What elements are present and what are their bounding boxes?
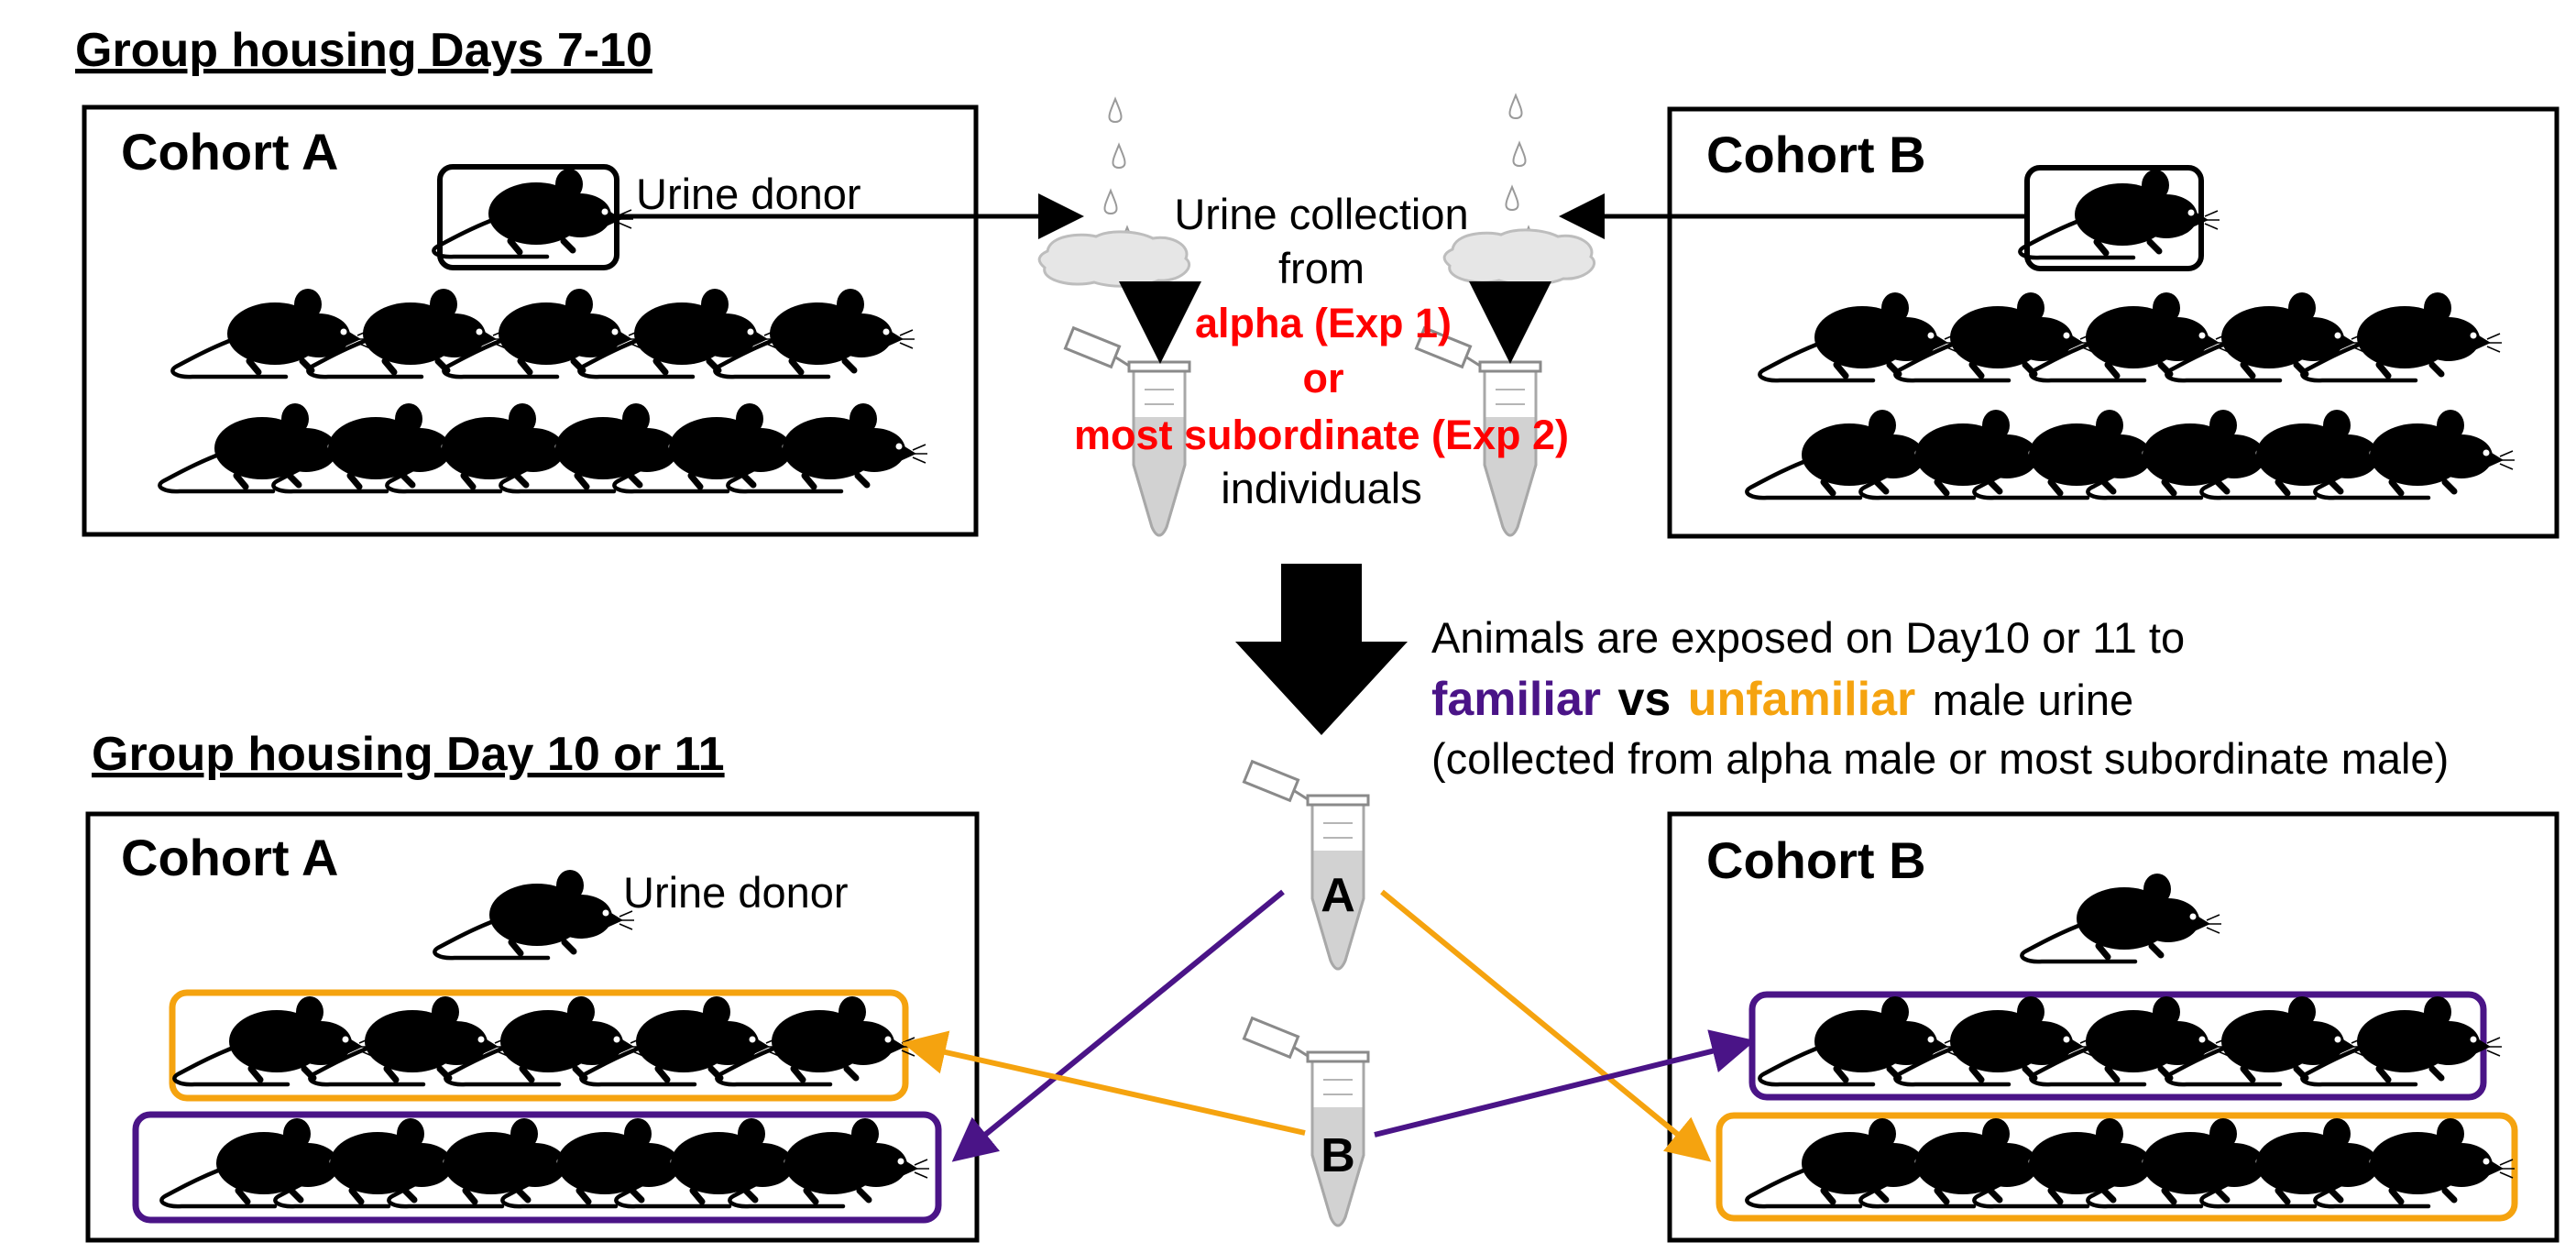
cohort-a-top-mice: [159, 289, 927, 491]
urine-drop-icon: [1508, 94, 1523, 119]
urine-donor-label-bottom: Urine donor: [623, 868, 849, 917]
unfamiliar-group-box-b: [1716, 1112, 2518, 1222]
exposure-line-1: Animals are exposed on Day10 or 11 to: [1431, 613, 2185, 662]
familiar-arrow-a-to-cohort-a: [951, 889, 1285, 1162]
collection-line-2: from: [1278, 244, 1365, 292]
familiar-group-box-a: [132, 1111, 942, 1224]
collection-individuals: individuals: [1221, 464, 1421, 512]
urine-drop-icon: [1505, 186, 1519, 211]
urine-donor-label-top: Urine donor: [636, 170, 861, 218]
urine-drop-icon: [1512, 142, 1527, 167]
collection-line-1: Urine collection: [1174, 190, 1468, 238]
tube-icon: [1242, 760, 1370, 971]
collection-alpha: alpha (Exp 1): [1195, 300, 1452, 346]
familiar-word: familiar: [1431, 673, 1601, 726]
vs-word: vs: [1617, 673, 1671, 726]
urine-collection-left: [1037, 98, 1191, 537]
cohort-b-top-label: Cohort B: [1706, 126, 1926, 183]
cohort-b-bottom-label: Cohort B: [1706, 831, 1926, 889]
heading-days-7-10: Group housing Days 7-10: [75, 24, 652, 77]
mouse-icon: [1759, 996, 1959, 1084]
urine-drop-icon: [1103, 190, 1118, 214]
exposure-line-2: familiar vs unfamiliar male urine: [1431, 673, 2133, 726]
exposure-line-3: (collected from alpha male or most subor…: [1431, 734, 2449, 783]
mouse-icon: [1759, 292, 1959, 380]
mouse-icon: [2022, 874, 2221, 962]
cohort-b-top-mice: [1747, 292, 2515, 498]
unfamiliar-arrow-a-to-cohort-b: [1380, 889, 1712, 1162]
cohort-b-bottom-box: [1667, 811, 2560, 1243]
collection-or: or: [1303, 355, 1344, 401]
mouse-icon: [433, 169, 633, 257]
unfamiliar-arrow-b-to-cohort-a: [902, 1030, 1306, 1136]
male-urine-text: male urine: [1933, 676, 2133, 724]
cohort-a-bottom-box: [85, 811, 980, 1243]
mouse-icon: [172, 289, 372, 377]
urine-drop-icon: [1108, 98, 1123, 123]
unfamiliar-word: unfamiliar: [1688, 673, 1916, 726]
cohort-a-top-label: Cohort A: [121, 123, 338, 181]
cohort-b-bottom-mice: [1747, 996, 2515, 1206]
mouse-icon: [2020, 170, 2220, 258]
cohort-a-top-box: [82, 104, 979, 537]
mouse-icon: [174, 996, 374, 1084]
collection-subordinate: most subordinate (Exp 2): [1074, 412, 1569, 458]
cohort-a-bottom-mice: [161, 996, 929, 1206]
cohort-b-top-box: [1667, 106, 2560, 539]
down-arrow-icon: [1235, 564, 1408, 735]
urine-puddle-icon: [1037, 230, 1191, 288]
mouse-icon: [434, 870, 634, 958]
urine-drop-icon: [1112, 144, 1126, 169]
tube-b-label: B: [1321, 1129, 1355, 1182]
cohort-a-bottom-label: Cohort A: [121, 829, 338, 886]
familiar-arrow-b-to-cohort-b: [1374, 1029, 1756, 1138]
collection-text: Urine collection from alpha (Exp 1) or m…: [1074, 190, 1569, 512]
heading-day-10-11: Group housing Day 10 or 11: [92, 728, 725, 781]
tube-a-label: A: [1321, 869, 1355, 922]
